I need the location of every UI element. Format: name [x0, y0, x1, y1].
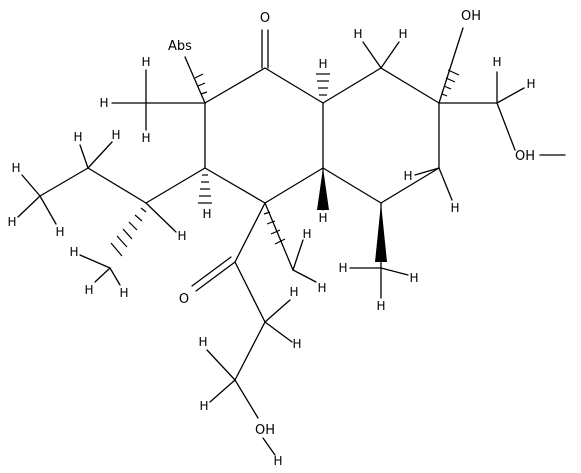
bond	[264, 321, 293, 343]
bond	[380, 167, 440, 204]
bond	[438, 167, 453, 201]
bond	[264, 299, 291, 323]
atom-h: H	[202, 207, 211, 221]
bond	[109, 267, 121, 286]
bond	[414, 167, 440, 176]
atom-labels: O Abs O OH OH OH H H H H H H H H H H H H…	[7, 9, 535, 468]
bond	[234, 202, 266, 263]
bond	[438, 27, 464, 104]
atom-h: H	[199, 399, 208, 413]
atom-h: H	[273, 454, 282, 468]
atom-oh-chain: OH	[255, 423, 275, 438]
atom-h: H	[111, 128, 120, 142]
bond	[21, 174, 41, 197]
wedge-bond	[375, 203, 387, 262]
atom-h: H	[376, 299, 385, 313]
atom-oh-ch2: OH	[515, 149, 535, 164]
bond	[292, 269, 317, 283]
atom-h: H	[73, 130, 82, 144]
bond	[264, 167, 324, 204]
atom-h: H	[69, 245, 78, 259]
atom-h: H	[338, 261, 347, 275]
bond	[234, 379, 259, 419]
atom-h: H	[141, 55, 150, 69]
bond	[195, 261, 236, 292]
bond	[79, 254, 111, 269]
bond	[87, 167, 147, 204]
bond	[204, 67, 266, 104]
atom-h: H	[398, 27, 407, 41]
atom-o-ketone: O	[260, 11, 270, 26]
bond	[39, 195, 57, 225]
stereo-bonds	[110, 69, 460, 262]
bond	[380, 67, 440, 104]
bond	[362, 41, 382, 69]
atom-h: H	[55, 225, 64, 239]
bond	[234, 261, 266, 323]
bond	[322, 167, 382, 204]
atom-h: H	[409, 271, 418, 285]
atom-h: H	[7, 215, 16, 229]
atom-h: H	[318, 211, 327, 225]
atom-h: H	[84, 283, 93, 297]
bond	[262, 437, 276, 456]
wedge-bond	[317, 168, 329, 210]
bond	[184, 56, 206, 104]
atom-h: H	[119, 286, 128, 300]
atom-h: H	[198, 335, 207, 349]
atom-h: H	[492, 55, 501, 69]
bond	[496, 87, 525, 104]
atom-o-acyl: O	[179, 292, 189, 307]
atom-h: H	[526, 77, 535, 91]
atom-h: H	[11, 161, 20, 175]
bond	[380, 267, 409, 276]
bond	[145, 202, 177, 233]
ring-bonds	[17, 27, 566, 456]
bond	[204, 167, 266, 204]
bond	[264, 202, 294, 271]
bond	[292, 239, 304, 271]
atom-h: H	[99, 96, 108, 110]
atom-h: H	[289, 285, 298, 299]
bond	[496, 102, 516, 151]
bond	[264, 67, 324, 104]
atom-h: H	[403, 169, 412, 183]
bond	[191, 256, 232, 287]
bond	[145, 167, 206, 204]
atom-h: H	[141, 131, 150, 145]
atom-h: H	[450, 201, 459, 215]
bond	[234, 321, 266, 381]
atom-h: H	[292, 337, 301, 351]
atom-h: H	[302, 227, 311, 241]
bond	[94, 267, 111, 283]
atom-abs: Abs	[168, 39, 192, 54]
bond	[206, 349, 236, 381]
atom-h: H	[318, 57, 327, 71]
atom-h: H	[353, 27, 362, 41]
bond	[322, 67, 382, 104]
bond	[209, 379, 236, 403]
bond	[87, 141, 113, 169]
atom-h: H	[177, 229, 186, 243]
atom-oh-c9: OH	[461, 9, 481, 24]
bond	[39, 167, 89, 197]
bond	[17, 195, 41, 218]
atom-h: H	[317, 281, 326, 295]
bond	[380, 41, 400, 69]
bond	[79, 144, 89, 169]
